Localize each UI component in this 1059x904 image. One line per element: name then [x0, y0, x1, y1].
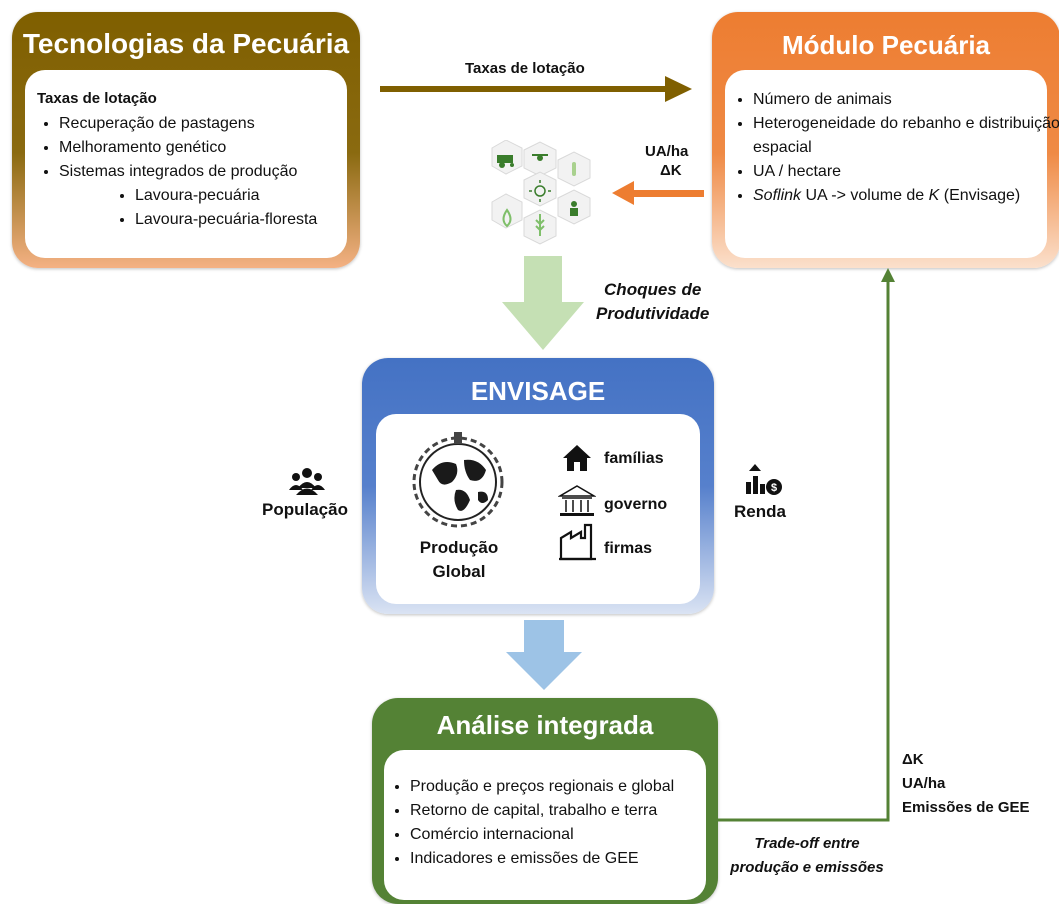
wheat-icon: [535, 214, 545, 236]
tecnologias-content: Taxas de lotação Recuperação de pastagen…: [25, 70, 347, 258]
analise-list: Produção e preços regionais e global Ret…: [388, 775, 728, 871]
agent-familias: famílias: [604, 450, 664, 467]
list-item: Indicadores e emissões de GEE: [410, 847, 728, 871]
hexagon-icons-cluster: [491, 140, 591, 245]
modulo-panel: Módulo Pecuária Número de animais Hetero…: [712, 12, 1059, 268]
list-item: Número de animais: [753, 88, 1059, 112]
tecnologias-list: Recuperação de pastagens Melhoramento ge…: [37, 112, 297, 184]
government-building-icon: [558, 485, 596, 516]
feedback-arrow: [718, 268, 895, 822]
list-item: Produção e preços regionais e global: [410, 775, 728, 799]
list-item: Lavoura-pecuária-floresta: [135, 208, 317, 232]
envisage-panel: ENVISAGE Produção Global famílias: [362, 358, 714, 614]
list-item: Recuperação de pastagens: [59, 112, 297, 136]
feedback-label: ΔK UA/ha Emissões de GEE: [902, 751, 1030, 816]
producao-global-label: Produção Global: [419, 538, 499, 581]
softlink-item: Soflink UA -> volume de K (Envisage): [753, 184, 1059, 208]
choques-label: Choques de Produtividade: [596, 280, 710, 323]
analise-title: Análise integrada: [436, 710, 654, 740]
svg-text:$: $: [771, 482, 777, 494]
people-icon: [289, 468, 325, 495]
ua-ha-arrow: [612, 181, 704, 205]
list-item: UA / hectare: [753, 160, 1059, 184]
taxas-arrow: [380, 76, 692, 102]
list-item: Heterogeneidade do rebanho e distribuiçã…: [753, 112, 1059, 160]
modulo-content: Número de animais Heterogeneidade do reb…: [725, 70, 1059, 258]
tradeoff-label: Trade-off entre produção e emissões: [730, 835, 884, 876]
analise-content: Produção e preços regionais e global Ret…: [384, 750, 706, 900]
tecnologias-title: Tecnologias da Pecuária: [22, 28, 350, 59]
analise-panel: Análise integrada Produção e preços regi…: [372, 698, 718, 904]
tractor-icon: [497, 155, 513, 163]
envisage-title: ENVISAGE: [470, 376, 606, 406]
renda-label: Renda: [734, 502, 786, 521]
ua-ha-label: UA/ha: [645, 143, 689, 160]
list-item: Retorno de capital, trabalho e terra: [410, 799, 728, 823]
agent-firmas: firmas: [604, 540, 653, 557]
globe-icon: [412, 432, 504, 528]
delta-k-label: ΔK: [660, 162, 682, 179]
tecnologias-sublist: Lavoura-pecuária Lavoura-pecuária-flores…: [113, 184, 317, 232]
factory-icon: [559, 523, 596, 561]
tecnologias-panel: Tecnologias da Pecuária Taxas de lotação…: [12, 12, 360, 268]
envisage-content: Produção Global famílias governo firmas: [376, 414, 700, 604]
agent-governo: governo: [604, 496, 668, 513]
envisage-down-arrow: [506, 620, 582, 690]
list-item: Comércio internacional: [410, 823, 728, 847]
worker-icon: [570, 201, 578, 216]
taxas-arrow-label: Taxas de lotação: [465, 60, 585, 77]
drop-icon: [502, 208, 512, 228]
drone-icon: [532, 154, 548, 161]
sun-icon: [529, 180, 551, 202]
thermometer-icon: [572, 162, 576, 176]
income-chart-icon: $: [746, 464, 782, 495]
list-item: Lavoura-pecuária: [135, 184, 317, 208]
tecnologias-subtitle: Taxas de lotação: [37, 90, 157, 107]
modulo-list: Número de animais Heterogeneidade do reb…: [731, 88, 1059, 208]
hex-sun: [523, 171, 557, 207]
house-icon: [563, 445, 591, 471]
modulo-title: Módulo Pecuária: [781, 30, 991, 60]
populacao-label: População: [262, 500, 348, 519]
list-item: Melhoramento genético: [59, 136, 297, 160]
list-item: Sistemas integrados de produção: [59, 160, 297, 184]
choques-arrow: [502, 256, 584, 350]
